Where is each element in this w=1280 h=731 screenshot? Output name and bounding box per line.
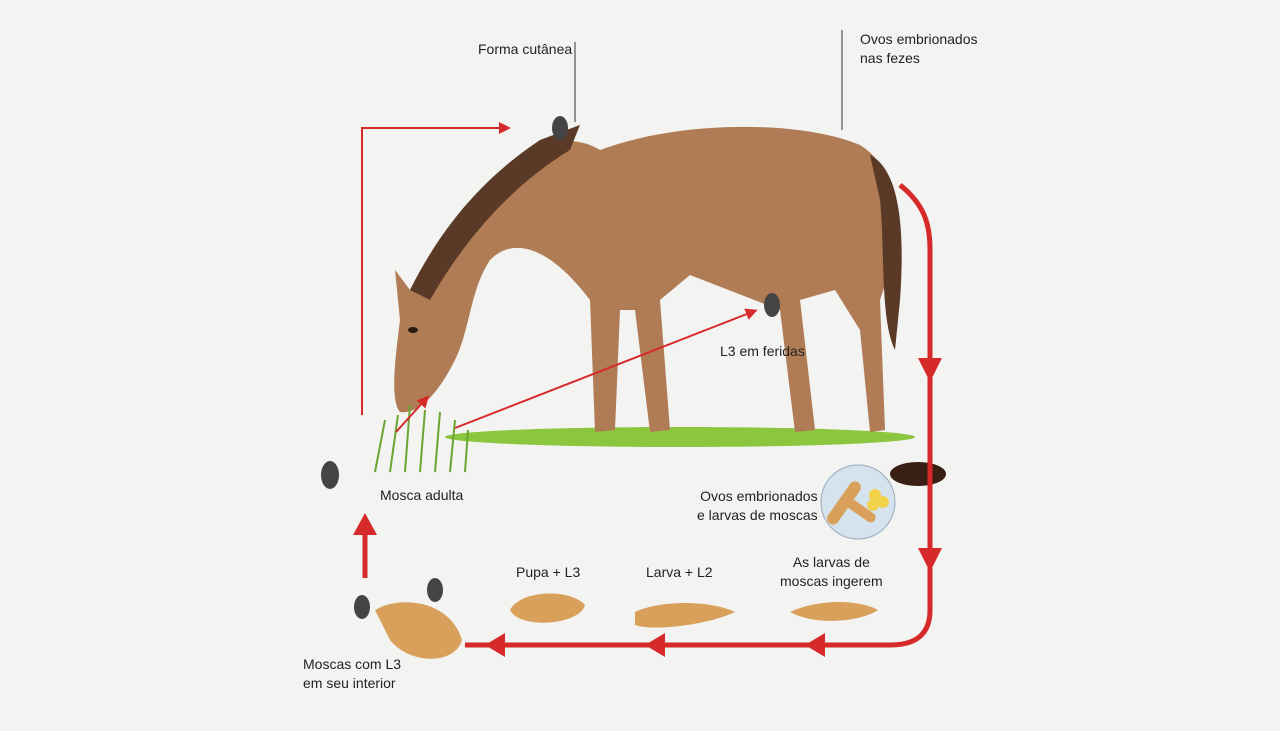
label-ovos-larvas: Ovos embrionados e larvas de moscas bbox=[697, 488, 818, 523]
horse-illustration bbox=[394, 125, 902, 432]
ground bbox=[445, 427, 915, 447]
grass-illustration bbox=[374, 404, 469, 473]
label-larvas-ingerem: As larvas de moscas ingerem bbox=[780, 554, 883, 589]
label-moscas-l3: Moscas com L3 em seu interior bbox=[303, 656, 402, 691]
feces bbox=[890, 462, 946, 486]
cycle-arrows bbox=[361, 122, 933, 648]
larva-stages bbox=[375, 593, 878, 659]
label-larva-l2: Larva + L2 bbox=[646, 564, 713, 580]
label-mosca-adulta: Mosca adulta bbox=[380, 487, 464, 503]
fly-icons bbox=[321, 116, 780, 619]
arrow-heads bbox=[353, 358, 942, 657]
label-pupa-l3: Pupa + L3 bbox=[516, 564, 581, 580]
label-l3-feridas: L3 em feridas bbox=[720, 343, 805, 359]
eggs-larvae-magnifier bbox=[820, 464, 896, 540]
label-forma-cutanea: Forma cutânea bbox=[478, 41, 573, 57]
label-ovos-fezes: Ovos embrionados nas fezes bbox=[860, 31, 978, 66]
